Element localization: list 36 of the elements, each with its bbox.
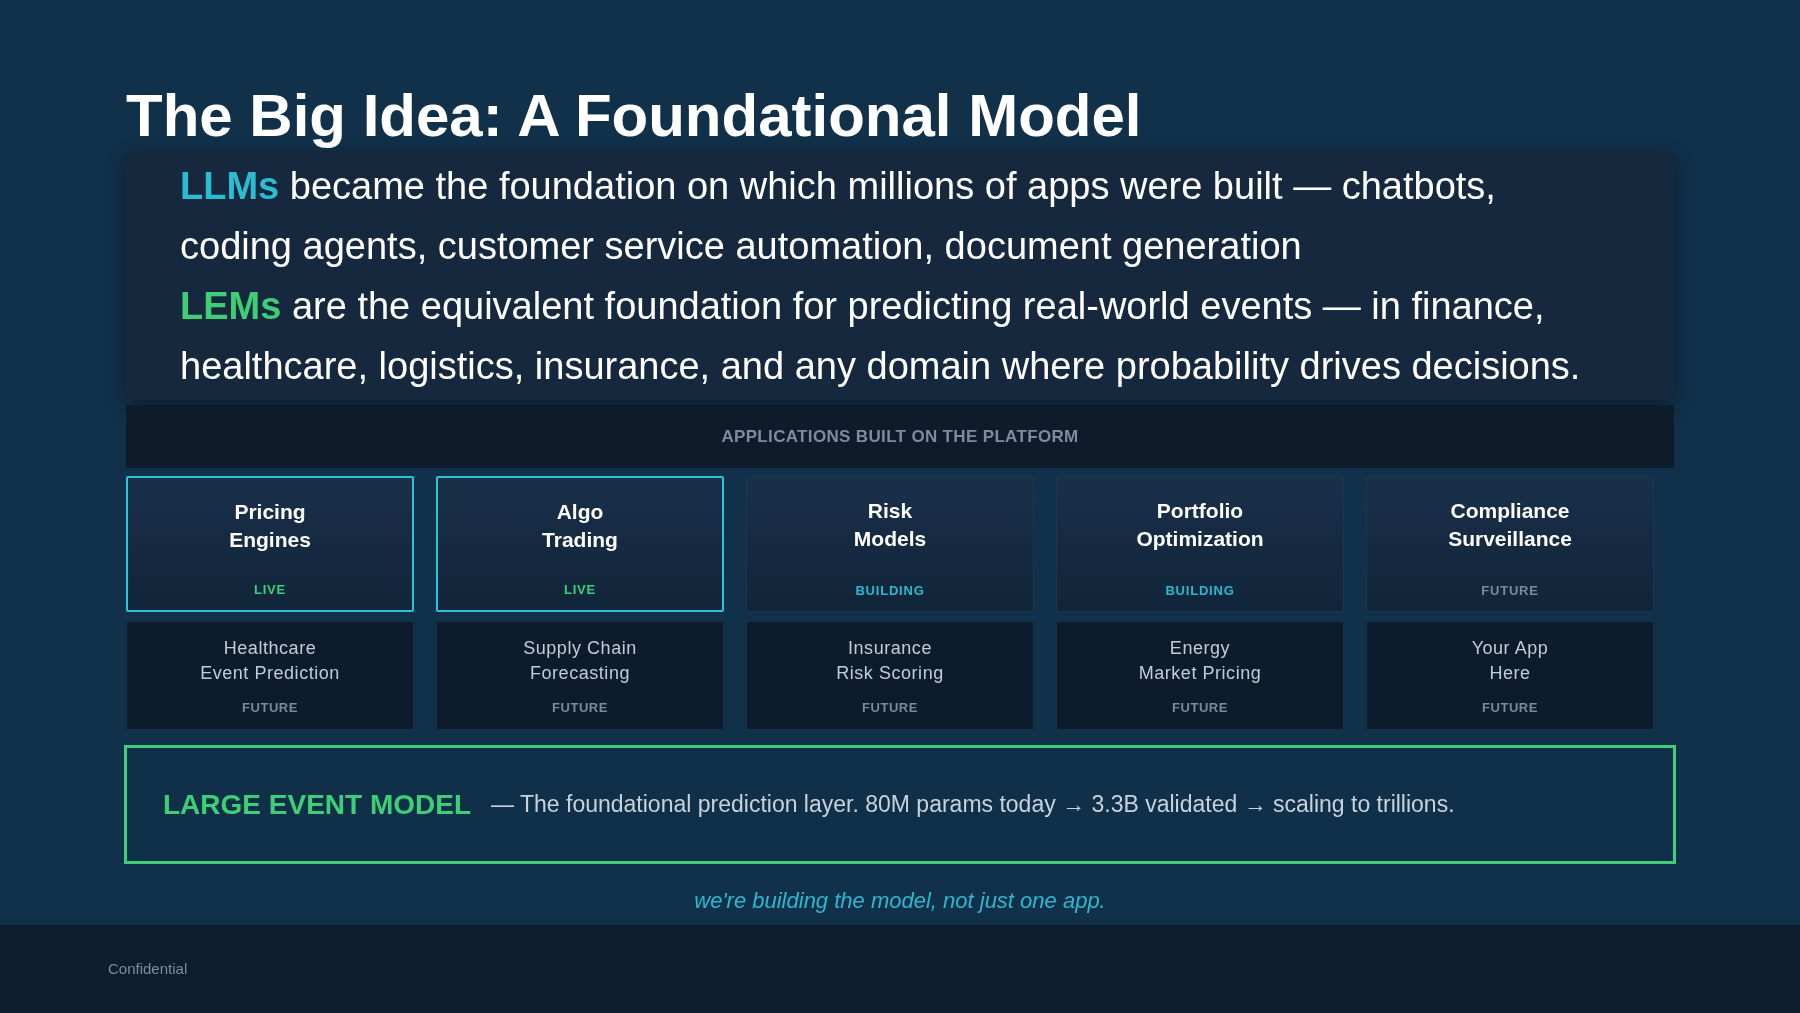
footer-text: Confidential [108,958,188,979]
app-card [746,621,1034,730]
app-card [126,476,414,612]
status-label: BUILDING [855,581,925,600]
app-name: Your App Here [1470,637,1550,685]
app-card [126,621,414,730]
app-name: Insurance Risk Scoring [835,637,945,685]
app-card [436,476,724,612]
status-label: FUTURE [1481,581,1539,600]
section-heading: APPLICATIONS BUILT ON THE PLATFORM [721,425,1079,448]
app-title: Pricing Engines [229,499,311,553]
status-label: FUTURE [242,698,298,717]
intro-paragraph: LEMs are the equivalent foundation for predicting real-world events — in finance, healthcare, logistics, insurance, and any domain where probability drives decisions. [180,284,1582,389]
status-label: LIVE [254,580,286,599]
app-title: Compliance Surveillance [1448,498,1572,552]
app-name: Energy Market Pricing [1138,637,1262,685]
model-name: LARGE EVENT MODEL [163,787,471,822]
model-description: — The foundational prediction layer. 80M params today → 3.3B validated → scaling to trillions. [491,790,1455,820]
app-card [1366,621,1654,730]
status-label: LIVE [564,580,596,599]
app-title: Algo Trading [542,499,618,553]
status-label: BUILDING [1165,581,1235,600]
caption: we're building the model, not just one app. [693,887,1107,915]
status-label: FUTURE [552,698,608,717]
status-label: FUTURE [862,698,918,717]
app-name: Supply Chain Forecasting [522,637,638,685]
app-name: Healthcare Event Prediction [199,637,341,685]
header-band [126,405,1674,468]
app-title: Risk Models [853,498,927,552]
model-banner [124,745,1676,864]
status-label: FUTURE [1172,698,1228,717]
app-title: Portfolio Optimization [1136,498,1264,552]
status-label: FUTURE [1482,698,1538,717]
app-card [1056,621,1344,730]
app-card [436,621,724,730]
slide-title: The Big Idea: A Foundational Model [126,81,1142,151]
